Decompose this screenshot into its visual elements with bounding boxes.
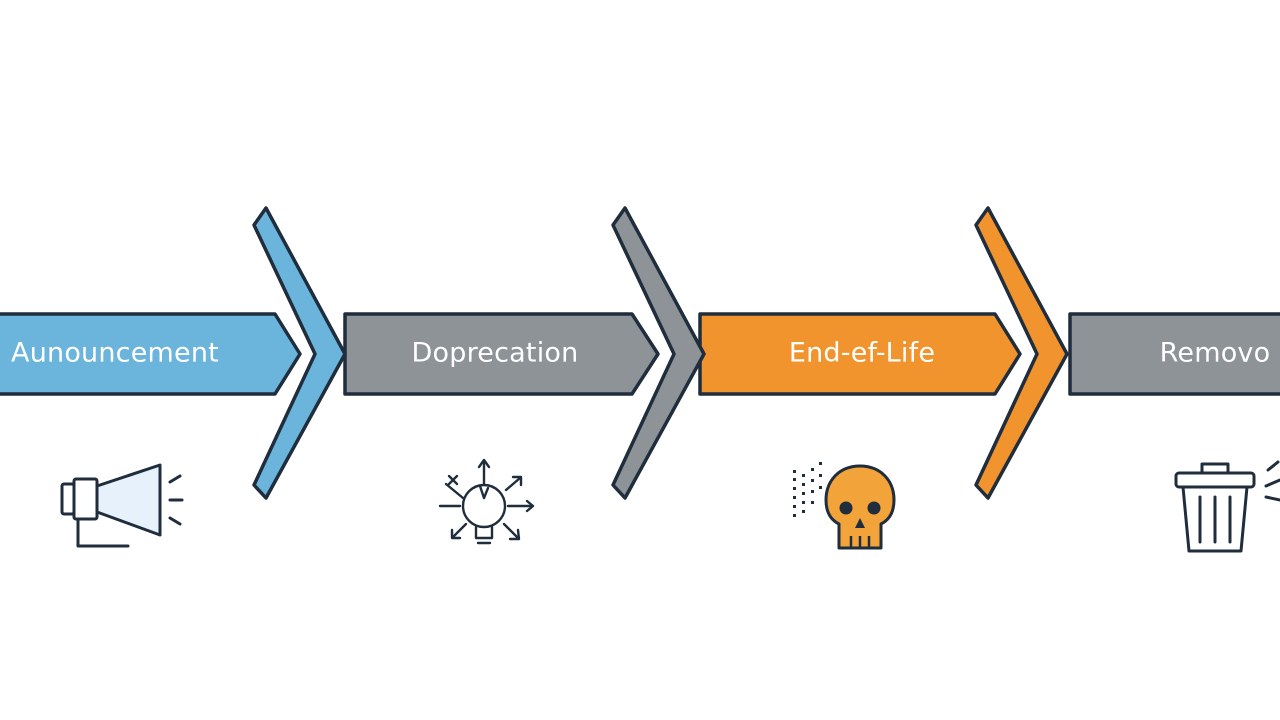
stage-bar-deprecation (343, 312, 660, 396)
stage-label-end-of-life: End-ef-Life (789, 338, 935, 369)
chevron-announcement (252, 206, 347, 500)
chevron-deprecation (611, 206, 706, 500)
lightbulb-icon (438, 458, 535, 545)
stage-label-removal: Removo (1160, 338, 1271, 369)
stage-label-announcement: Aunouncement (11, 338, 219, 369)
stage-bar-announcement (0, 312, 302, 396)
stage-bar-end-of-life (698, 312, 1022, 396)
megaphone-icon (60, 463, 184, 548)
trash-icon (1174, 460, 1280, 553)
chevron-end-of-life (974, 206, 1069, 500)
stage-label-deprecation: Doprecation (412, 338, 579, 369)
stage-bar-removal (1068, 312, 1280, 396)
pixel-dots-decoration (793, 462, 822, 517)
skull-icon (793, 462, 896, 550)
